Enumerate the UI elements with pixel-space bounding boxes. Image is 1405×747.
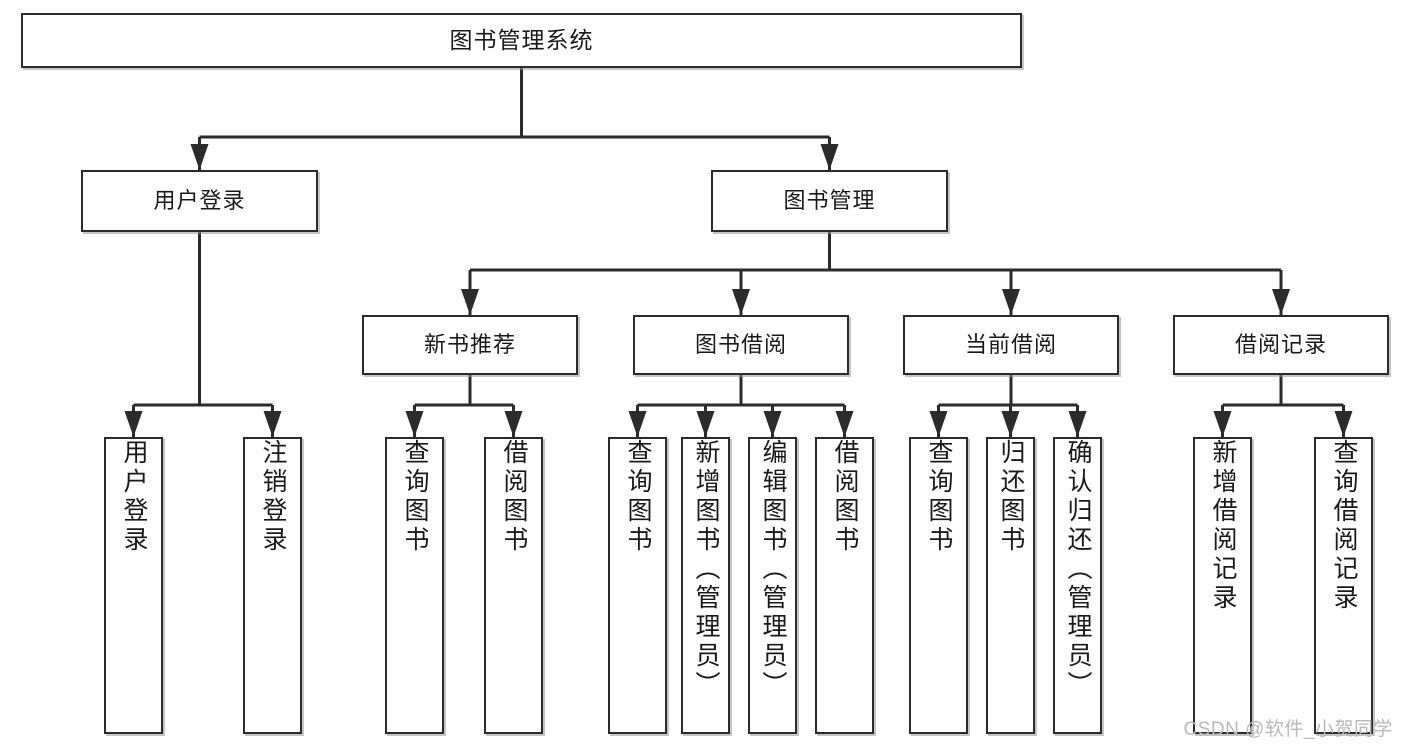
node-label: 用户登录	[120, 439, 148, 555]
arrow-head	[504, 411, 523, 437]
node-leaf-cu-confirm[interactable]: 确认归还（管理员）	[1053, 437, 1102, 734]
node-l2-book[interactable]: 图书管理	[711, 170, 948, 232]
node-label: 查询借阅记录	[1330, 439, 1358, 613]
node-label: 当前借阅	[964, 332, 1057, 358]
arrow-head	[263, 411, 282, 437]
node-label: 图书管理系统	[449, 27, 594, 54]
arrow-head	[628, 411, 647, 437]
node-label: 查询图书	[624, 439, 652, 555]
node-leaf-new-borrow[interactable]: 借阅图书	[484, 437, 543, 734]
node-label: 图书管理	[783, 188, 876, 214]
arrow-head	[405, 411, 424, 437]
node-leaf-user-logout[interactable]: 注销登录	[243, 437, 302, 734]
node-leaf-bo-edit[interactable]: 编辑图书（管理员）	[748, 437, 797, 734]
node-label: 查询图书	[925, 439, 953, 555]
node-label: 确认归还（管理员）	[1064, 439, 1092, 700]
node-label: 图书借阅	[694, 332, 787, 358]
arrow-head	[835, 411, 854, 437]
node-leaf-new-query[interactable]: 查询图书	[385, 437, 444, 734]
node-leaf-bo-borrow[interactable]: 借阅图书	[815, 437, 874, 734]
node-l2-user[interactable]: 用户登录	[81, 170, 318, 232]
node-root[interactable]: 图书管理系统	[21, 13, 1022, 68]
arrow-head	[1272, 289, 1290, 315]
node-label: 编辑图书（管理员）	[759, 439, 787, 700]
arrow-head	[696, 411, 715, 437]
node-l3-current[interactable]: 当前借阅	[903, 315, 1119, 375]
arrow-head	[461, 289, 479, 315]
arrow-head	[820, 144, 839, 170]
arrow-head	[1068, 411, 1087, 437]
node-l3-record[interactable]: 借阅记录	[1173, 315, 1389, 375]
node-label: 用户登录	[153, 188, 246, 214]
node-leaf-user-login[interactable]: 用户登录	[104, 437, 163, 734]
arrow-head	[929, 411, 948, 437]
node-l3-borrow[interactable]: 图书借阅	[633, 315, 849, 375]
arrow-head	[732, 289, 750, 315]
node-label: 归还图书	[997, 439, 1025, 555]
arrow-head	[1213, 411, 1232, 437]
node-leaf-bo-add[interactable]: 新增图书（管理员）	[681, 437, 730, 734]
arrow-head	[1334, 411, 1353, 437]
node-label: 新增借阅记录	[1209, 439, 1237, 613]
node-leaf-bo-query[interactable]: 查询图书	[608, 437, 667, 734]
arrow-head	[763, 411, 782, 437]
node-label: 新增图书（管理员）	[692, 439, 720, 700]
arrow-head	[1002, 289, 1020, 315]
node-leaf-cu-return[interactable]: 归还图书	[986, 437, 1035, 734]
node-label: 借阅图书	[500, 439, 528, 555]
node-leaf-cu-query[interactable]: 查询图书	[909, 437, 968, 734]
node-label: 借阅记录	[1234, 332, 1327, 358]
arrow-head	[190, 144, 209, 170]
node-leaf-re-add[interactable]: 新增借阅记录	[1193, 437, 1252, 734]
arrow-head	[1001, 411, 1020, 437]
node-l3-newbook[interactable]: 新书推荐	[362, 315, 578, 375]
arrow-head	[124, 411, 143, 437]
node-label: 注销登录	[259, 439, 287, 555]
node-label: 借阅图书	[831, 439, 859, 555]
node-leaf-re-query[interactable]: 查询借阅记录	[1314, 437, 1373, 734]
node-label: 新书推荐	[423, 332, 516, 358]
watermark-text: CSDN @软件_小贺同学	[1183, 719, 1393, 740]
node-label: 查询图书	[401, 439, 429, 555]
